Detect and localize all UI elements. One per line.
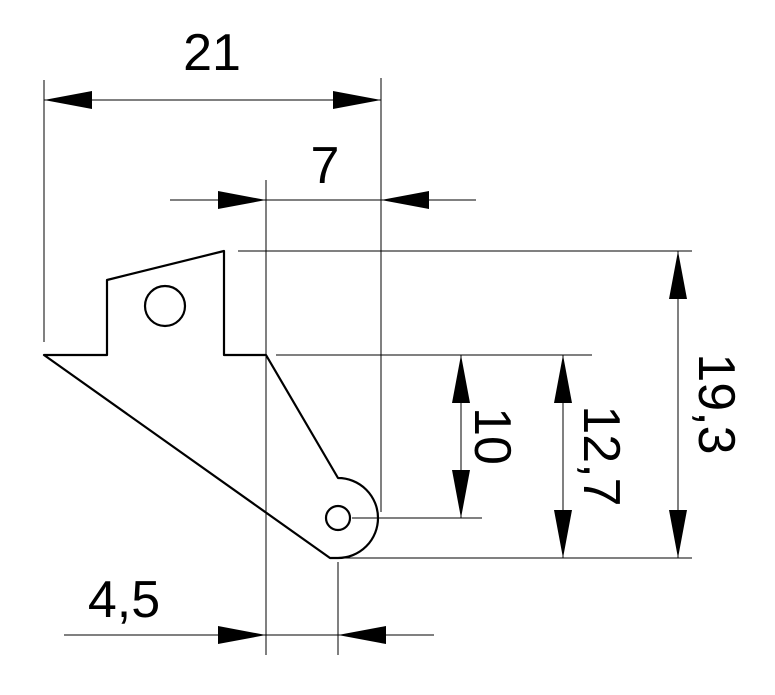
- arrowhead: [554, 355, 572, 403]
- arrowhead: [333, 91, 381, 109]
- dimension-label-10: 10: [463, 407, 521, 465]
- part-outline: [42, 249, 380, 560]
- arrowhead: [452, 470, 470, 518]
- arrowhead: [554, 510, 572, 558]
- arrowhead: [452, 355, 470, 403]
- dimension-10: 10: [452, 355, 521, 518]
- dimension-label-7: 7: [311, 137, 340, 195]
- dimension-label-4-5: 4,5: [88, 571, 160, 629]
- arrowhead: [338, 626, 386, 644]
- lower-hole: [324, 504, 352, 532]
- dimension-12-7: 12,7: [554, 355, 630, 558]
- dimension-21: 21: [44, 24, 381, 109]
- dimension-19-3: 19,3: [669, 251, 745, 558]
- arrowhead: [669, 510, 687, 558]
- dimension-4-5: 4,5: [64, 571, 434, 644]
- arrowhead: [44, 91, 92, 109]
- arrowhead: [669, 251, 687, 299]
- extension-lines: [43, 78, 692, 655]
- dimension-label-19-3: 19,3: [687, 353, 745, 454]
- dimension-label-12-7: 12,7: [572, 405, 630, 506]
- upper-hole: [143, 284, 187, 328]
- arrowhead: [218, 626, 266, 644]
- arrowhead: [218, 191, 266, 209]
- dimension-7: 7: [170, 137, 476, 209]
- arrowhead: [381, 191, 429, 209]
- part-contour: [42, 249, 380, 560]
- dimension-label-21: 21: [183, 24, 241, 82]
